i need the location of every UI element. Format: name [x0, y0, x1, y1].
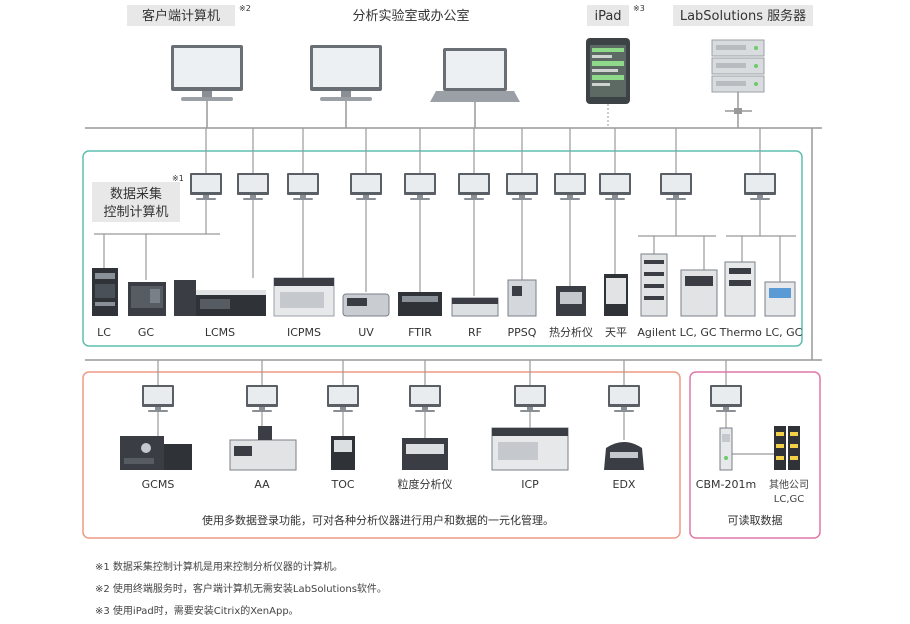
acq-instrument-label: PPSQ: [508, 326, 537, 339]
client-pc-2: [310, 45, 382, 101]
multi-login-section: [82, 371, 681, 539]
acq-pc-9: [599, 173, 631, 200]
ml-pc-3: [327, 385, 359, 412]
ml-pc-5: [514, 385, 546, 412]
acq-instrument-label: GC: [138, 326, 155, 339]
instrument-thermal: [556, 286, 586, 316]
readable-pc: [710, 385, 742, 412]
instrument-rf: [451, 297, 499, 317]
server-rack: [711, 39, 765, 93]
acq-note-mark: ※1: [172, 174, 184, 183]
instrument-agilent: [640, 253, 718, 317]
instrument-thermo: [724, 261, 796, 317]
footnote-2: ※2 使用终端服务时，客户端计算机无需安装LabSolutions软件。: [95, 582, 387, 595]
acq-instrument-label: Agilent LC, GC: [637, 326, 716, 339]
readable-caption: 可读取数据: [728, 513, 783, 527]
instrument-particle-size: [402, 438, 448, 470]
readable-instrument-1: CBM-201m: [696, 478, 756, 491]
client-pc-1: [171, 45, 243, 101]
multi-login-caption: 使用多数据登录功能，可对各种分析仪器进行用户和数据的一元化管理。: [202, 513, 554, 527]
ml-pc-1: [142, 385, 174, 412]
instrument-lc: [92, 268, 118, 316]
client-pc-label: 客户端计算机: [142, 8, 220, 24]
instrument-gc: [128, 282, 166, 316]
acq-title-line2: 控制计算机: [103, 205, 168, 220]
client-pc-label-bg: [127, 5, 235, 26]
acq-pc-10: [660, 173, 692, 200]
ipad-label: iPad: [594, 9, 621, 24]
acquisition-section: [82, 150, 803, 347]
ml-pc-4: [409, 385, 441, 412]
acq-pc-6: [458, 173, 490, 200]
acq-title-bg: [92, 182, 180, 222]
ml-instrument-label: 粒度分析仪: [398, 477, 453, 491]
acq-instrument-label: ICPMS: [287, 326, 321, 339]
acq-pc-2: [237, 173, 269, 200]
client-pc-note-mark: ※2: [239, 4, 251, 13]
instrument-balance: [604, 274, 628, 316]
acq-pc-1: [190, 173, 222, 200]
readable-section: [689, 371, 821, 539]
instrument-toc: [331, 436, 355, 470]
ml-instrument-labels: GCMS AA TOC 粒度分析仪 ICP EDX: [142, 477, 636, 491]
acq-pc-7: [506, 173, 538, 200]
acq-pc-5: [404, 173, 436, 200]
acq-instrument-label: LC: [97, 326, 111, 339]
ml-pc-2: [246, 385, 278, 412]
readable-instrument-2-line2: LC,GC: [774, 494, 804, 505]
lab-office-label: 分析实验室或办公室: [352, 8, 469, 24]
instrument-icp: [491, 427, 569, 471]
acq-pc-4: [350, 173, 382, 200]
ml-instrument-label: EDX: [613, 478, 636, 491]
ml-pc-6: [608, 385, 640, 412]
readable-instrument-2-line1: 其他公司: [769, 478, 809, 491]
server-label-bg: [673, 5, 813, 26]
instrument-aa: [229, 426, 297, 471]
ml-instrument-label: TOC: [330, 478, 354, 491]
acq-title-line1: 数据采集: [110, 186, 162, 202]
instrument-lcms: [174, 280, 266, 316]
instrument-uv: [342, 293, 390, 317]
acq-instrument-label: UV: [358, 326, 374, 339]
ipad-note-mark: ※3: [633, 4, 645, 13]
acq-instrument-labels: LC GC LCMS ICPMS UV FTIR RF PPSQ 热分析仪 天平…: [97, 325, 803, 339]
footnote-1: ※1 数据采集控制计算机是用来控制分析仪器的计算机。: [95, 560, 343, 573]
acq-instrument-label: 热分析仪: [549, 325, 593, 339]
instrument-other-lc-gc: [774, 426, 800, 470]
instrument-edx: [604, 442, 644, 470]
instrument-icpms: [273, 277, 335, 317]
acq-instrument-label: FTIR: [408, 326, 432, 339]
acq-instrument-label: 天平: [605, 326, 627, 339]
ml-instrument-label: AA: [254, 478, 270, 491]
server-label: LabSolutions 服务器: [680, 8, 806, 24]
laptop: [430, 48, 520, 102]
ml-instrument-label: GCMS: [142, 478, 175, 491]
ipad-label-bg: [587, 5, 629, 26]
ipad-device: [586, 38, 630, 104]
instrument-gcms: [120, 436, 192, 470]
acq-instrument-label: Thermo LC, GC: [719, 326, 803, 339]
acq-instrument-label: RF: [468, 326, 482, 339]
acq-pc-3: [287, 173, 319, 200]
acq-pc-11: [744, 173, 776, 200]
instrument-ppsq: [507, 279, 537, 317]
instrument-ftir: [398, 292, 442, 316]
acq-pc-8: [554, 173, 586, 200]
ml-instrument-label: ICP: [521, 478, 539, 491]
footnote-3: ※3 使用iPad时，需要安装Citrix的XenApp。: [95, 604, 299, 617]
instrument-cbm-201m: [719, 427, 733, 471]
acq-instrument-label: LCMS: [205, 326, 235, 339]
